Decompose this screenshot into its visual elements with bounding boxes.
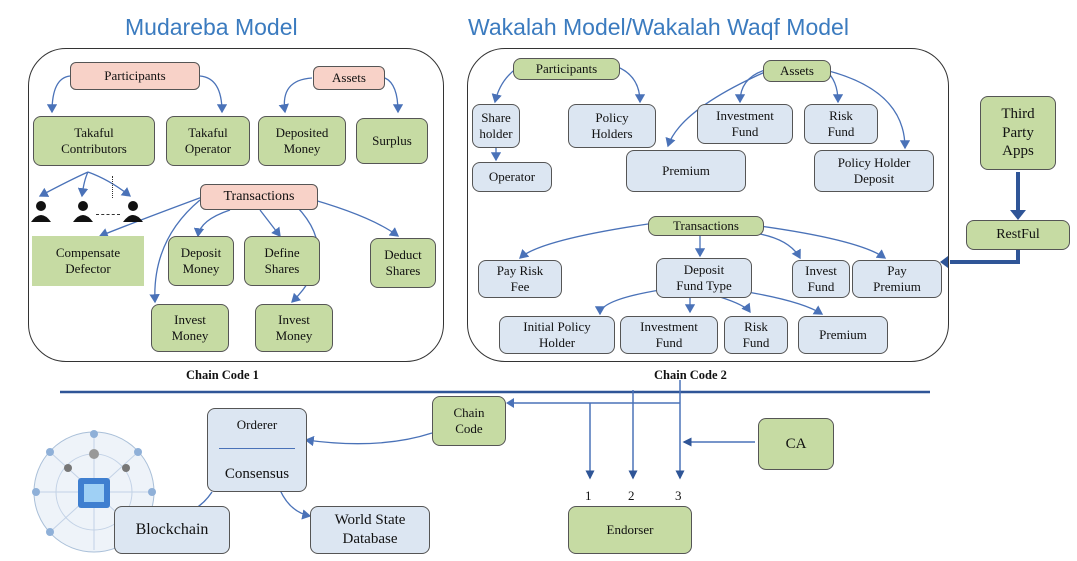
person-icon — [72, 200, 94, 227]
endorser-box: Endorser — [568, 506, 692, 554]
cc2-pay-risk-fee: Pay Risk Fee — [478, 260, 562, 298]
ellipsis-line — [112, 176, 113, 198]
cc2-transactions: Transactions — [648, 216, 764, 236]
cc2-invest-fund: Invest Fund — [792, 260, 850, 298]
cc1-surplus: Surplus — [356, 118, 428, 164]
cc2-policy-holders: Policy Holders — [568, 104, 656, 148]
cc2-risk-fund: Risk Fund — [804, 104, 878, 144]
endorse-number: 1 — [585, 488, 592, 503]
mudareba-title: Mudareba Model — [125, 14, 298, 40]
third-party-apps: Third Party Apps — [980, 96, 1056, 170]
cc1-invest-money: Invest Money — [255, 304, 333, 352]
cc2-policy-holder-deposit: Policy Holder Deposit — [814, 150, 934, 192]
cc2-deposit-fund-type: Deposit Fund Type — [656, 258, 752, 298]
cc1-deduct-shares: Deduct Shares — [370, 238, 436, 288]
chain-code-2-panel — [467, 48, 949, 362]
person-icon — [122, 200, 144, 227]
cc1-deposited-money: Deposited Money — [258, 116, 346, 166]
cc2-investment-fund-2: Investment Fund — [620, 316, 718, 354]
cc2-operator: Operator — [472, 162, 552, 192]
cc1-define-shares: Define Shares — [244, 236, 320, 286]
cc2-participants: Participants — [513, 58, 620, 80]
cc2-risk-fund-2: Risk Fund — [724, 316, 788, 354]
endorse-number: 3 — [675, 488, 682, 503]
cc2-assets: Assets — [763, 60, 831, 82]
cc2-premium: Premium — [626, 150, 746, 192]
orderer-consensus-box: Orderer Consensus — [207, 408, 307, 492]
orderer-label: Orderer — [236, 416, 278, 432]
cc1-deposit-money: Deposit Money — [168, 236, 234, 286]
restful-box: RestFul — [966, 220, 1070, 250]
cc2-investment-fund: Investment Fund — [697, 104, 793, 144]
cc1-compensate-defector: Compensate Defector — [32, 236, 144, 286]
cc2-pay-premium: Pay Premium — [852, 260, 942, 298]
ca-box: CA — [758, 418, 834, 470]
cc2-premium-2: Premium — [798, 316, 888, 354]
wakalah-title: Wakalah Model/Wakalah Waqf Model — [468, 14, 849, 40]
endorse-number: 2 — [628, 488, 635, 503]
cc1-assets: Assets — [313, 66, 385, 90]
cc1-takaful-contributors: Takaful Contributors — [33, 116, 155, 166]
chain-code-box: Chain Code — [432, 396, 506, 446]
consensus-label: Consensus — [224, 465, 290, 482]
cc1-invest-money: Invest Money — [151, 304, 229, 352]
chain-code-1-caption: Chain Code 1 — [186, 368, 259, 382]
divider — [219, 448, 295, 450]
person-icon — [30, 200, 52, 227]
cc1-takaful-operator: Takaful Operator — [166, 116, 250, 166]
cc1-participants: Participants — [70, 62, 200, 90]
blockchain-box: Blockchain — [114, 506, 230, 554]
cc2-initial-policy-holder: Initial Policy Holder — [499, 316, 615, 354]
chain-code-2-caption: Chain Code 2 — [654, 368, 727, 382]
cc2-share-holder: Share holder — [472, 104, 520, 148]
cc1-transactions: Transactions — [200, 184, 318, 210]
world-state-database-box: World State Database — [310, 506, 430, 554]
ellipsis-line — [96, 214, 120, 215]
